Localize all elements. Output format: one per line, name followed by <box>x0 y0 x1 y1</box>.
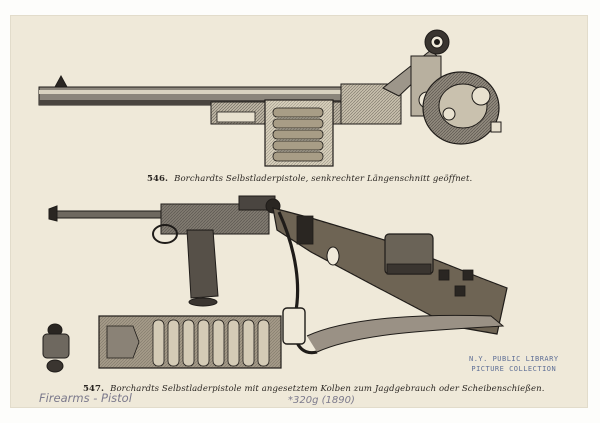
figure-547-text: Borchardts Selbstladerpistole mit angese… <box>110 384 545 394</box>
handwritten-reference: *320g (1890) <box>288 395 355 406</box>
handwritten-category: Firearms - Pistol <box>39 391 132 405</box>
stamp-line-1: N.Y. PUBLIC LIBRARY <box>469 355 559 363</box>
library-stamp: N.Y. PUBLIC LIBRARY PICTURE COLLECTION <box>469 354 559 374</box>
figure-546-caption: 546. Borchardts Selbstladerpistole, senkr… <box>147 174 472 184</box>
figure-547-caption: 547. Borchardts Selbstladerpistole mit an… <box>83 384 545 394</box>
clip-cartridges <box>152 319 270 367</box>
stamp-line-2: PICTURE COLLECTION <box>471 365 557 373</box>
pistol-section-drawing <box>38 29 502 167</box>
engraving-illustration <box>38 29 508 373</box>
figure-547-number: 547. <box>83 384 105 394</box>
engraving-plate: 546. Borchardts Selbstladerpistole, senkr… <box>10 15 588 408</box>
figure-546-text: Borchardts Selbstladerpistole, senkrecht… <box>174 174 473 184</box>
figure-546-number: 546. <box>147 174 169 184</box>
pistol-with-stock-drawing <box>42 195 508 373</box>
cartridge-stack <box>272 107 324 162</box>
